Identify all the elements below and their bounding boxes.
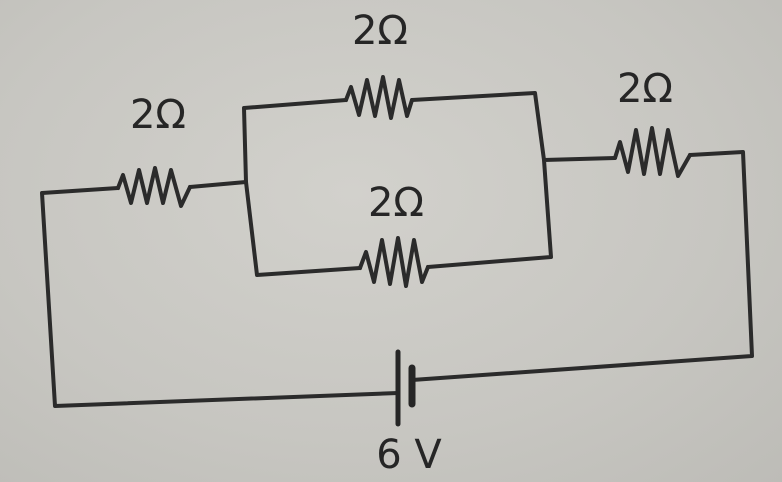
wire-left-to-junction — [188, 180, 248, 189]
resistor-parallel-bottom-label: 2Ω — [368, 180, 424, 226]
wire-parallel-left — [242, 98, 362, 277]
resistor-parallel-top-label: 2Ω — [352, 8, 408, 54]
resistor-right-label: 2Ω — [617, 66, 673, 112]
resistor-left — [116, 166, 192, 208]
resistor-right — [613, 126, 692, 178]
wire-right-outer — [410, 150, 754, 382]
resistor-parallel-bottom — [358, 236, 430, 288]
wire-parallel-right — [410, 91, 617, 269]
wire-left-outer — [40, 186, 400, 408]
battery-label: 6 V — [376, 432, 442, 478]
resistor-left-label: 2Ω — [130, 92, 186, 138]
resistor-parallel-top — [344, 75, 414, 120]
